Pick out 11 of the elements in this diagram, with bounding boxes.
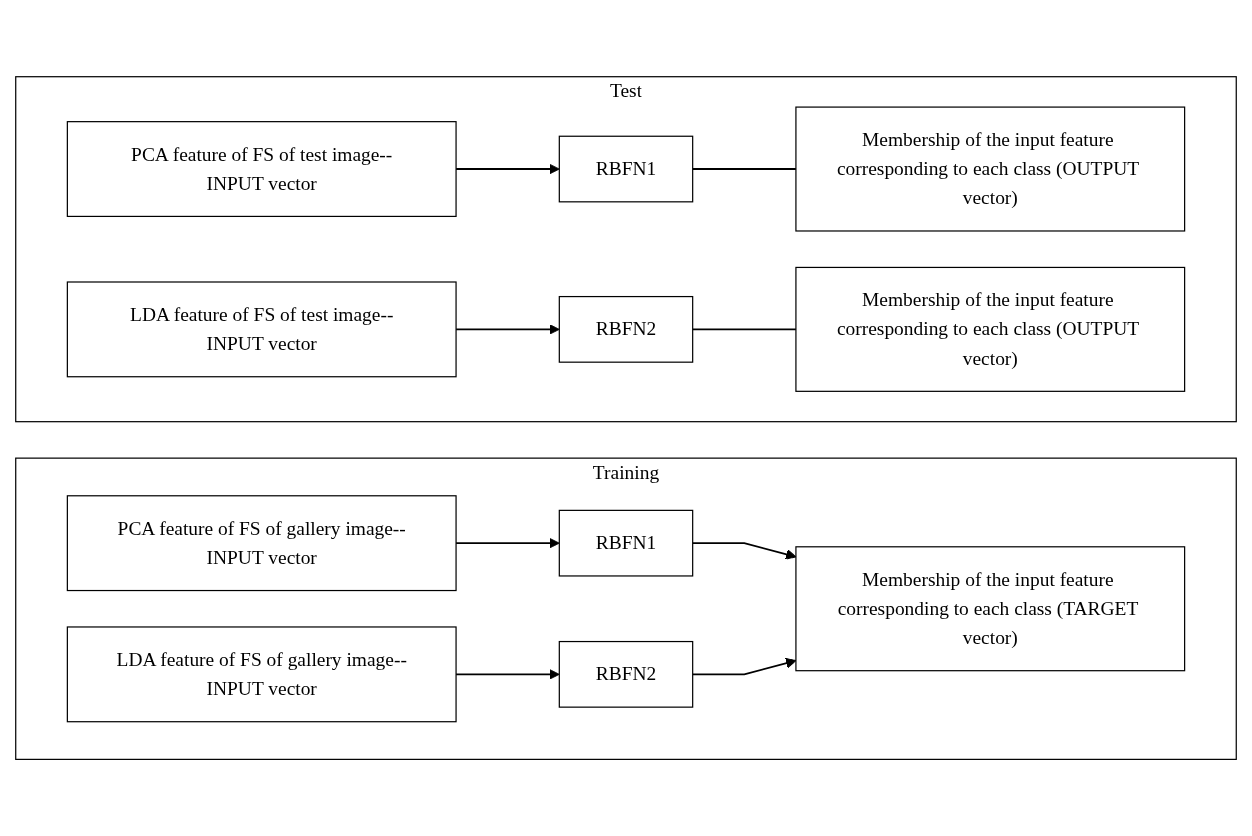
node-box: Membership of the input feature corresponding to each class (TARGET vector) xyxy=(795,546,1186,672)
node-box: PCA feature of FS of gallery image--INPUT vector xyxy=(66,495,457,592)
node-box: LDA feature of FS of gallery image--INPUT vector xyxy=(66,626,457,723)
node-box: RBFN2 xyxy=(558,295,694,363)
node-box: Membership of the input feature corresponding to each class (OUTPUT vector) xyxy=(795,106,1186,232)
node-box: RBFN2 xyxy=(558,640,694,708)
node-box: PCA feature of FS of test image--INPUT vector xyxy=(66,121,457,217)
node-box: Membership of the input feature corresponding to each class (OUTPUT vector) xyxy=(795,266,1186,392)
node-box: LDA feature of FS of test image--INPUT vector xyxy=(66,281,457,378)
node-box: RBFN1 xyxy=(558,135,694,203)
node-box: RBFN1 xyxy=(558,509,694,577)
